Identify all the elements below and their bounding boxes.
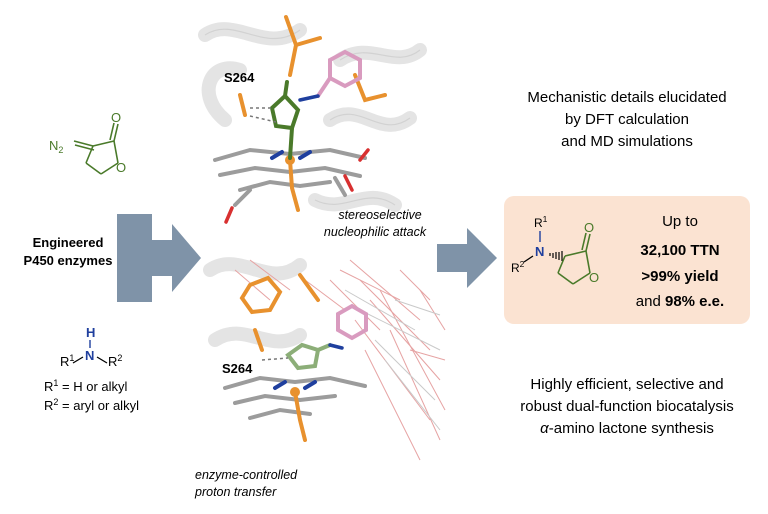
bottom-residue-label: S264 xyxy=(222,361,253,376)
merge-arrow xyxy=(117,214,201,302)
amine-hydrogen: H xyxy=(86,325,95,340)
amine-r1: R1 xyxy=(60,353,74,369)
diazo-n2-label: N2 xyxy=(49,138,63,155)
r2-definition: R2 = aryl or alkyl xyxy=(44,397,139,413)
bottom-caption-line1: enzyme-controlled xyxy=(195,468,298,482)
diazo-ring-oxygen: O xyxy=(116,160,126,175)
diazo-carbonyl-oxygen: O xyxy=(111,110,121,125)
amine-structure: H N R1 R2 xyxy=(60,325,122,369)
catalyst-label-line1: Engineered xyxy=(33,235,104,250)
amine-nitrogen: N xyxy=(85,348,94,363)
amine-r2: R2 xyxy=(108,353,122,369)
product-yield: >99% yield xyxy=(641,268,718,285)
summary-line3: α-amino lactone synthesis xyxy=(540,420,714,437)
product-r1: R1 xyxy=(534,214,548,230)
summary-line1: Highly efficient, selective and xyxy=(530,376,723,393)
product-structure: R1 N R2 O O xyxy=(511,214,599,285)
top-caption-line1: stereoselective xyxy=(338,208,421,222)
bottom-md-ensemble-render xyxy=(203,257,446,461)
summary-line2: robust dual-function biocatalysis xyxy=(520,398,733,415)
product-r2: R2 xyxy=(511,259,525,275)
top-caption-line2: nucleophilic attack xyxy=(324,225,427,239)
mechanism-line1: Mechanistic details elucidated xyxy=(527,89,726,106)
r1-definition: R1 = H or alkyl xyxy=(44,378,128,394)
mechanism-line3: and MD simulations xyxy=(561,133,693,150)
product-up-to: Up to xyxy=(662,213,698,230)
mechanism-line2: by DFT calculation xyxy=(565,111,689,128)
product-ttn: 32,100 TTN xyxy=(640,242,719,259)
top-active-site-render xyxy=(198,15,427,224)
product-nitrogen: N xyxy=(535,244,544,259)
diazo-lactone-structure: N2 O O xyxy=(49,110,126,175)
catalyst-label-line2: P450 enzymes xyxy=(24,253,113,268)
product-carbonyl-oxygen: O xyxy=(584,220,594,235)
bottom-caption-line2: proton transfer xyxy=(194,485,277,499)
product-ring-oxygen: O xyxy=(589,270,599,285)
top-residue-label: S264 xyxy=(224,70,255,85)
forward-arrow xyxy=(437,228,497,288)
product-box xyxy=(504,196,750,324)
product-ee: and 98% e.e. xyxy=(636,293,724,310)
